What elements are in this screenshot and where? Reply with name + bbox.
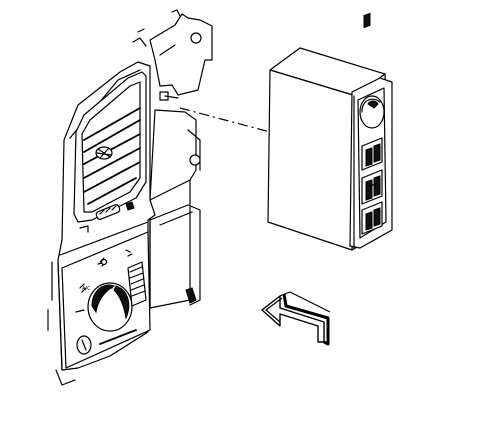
headlamp-switch-upper[interactable] bbox=[361, 12, 383, 171]
mounting-bracket bbox=[132, 9, 213, 96]
ac-label-strip bbox=[99, 329, 137, 345]
vent-thumbwheel-icon[interactable] bbox=[95, 204, 121, 220]
defrost-icon bbox=[97, 257, 108, 267]
fan-speed-wheel[interactable] bbox=[127, 261, 147, 307]
vent-housing bbox=[149, 91, 201, 309]
alignment-leader-line bbox=[179, 107, 271, 133]
vent-mode-icon bbox=[125, 249, 133, 257]
mode-left-label: A/C bbox=[82, 286, 91, 292]
louver-adjust-knob-icon[interactable] bbox=[95, 146, 113, 160]
recirc-button[interactable] bbox=[76, 335, 92, 355]
lamp-switch-lower[interactable] bbox=[361, 201, 383, 235]
switch-module bbox=[267, 12, 393, 251]
temperature-knob[interactable] bbox=[87, 282, 133, 332]
air-outlet-vent bbox=[73, 71, 147, 233]
climate-control-faceplate: A/C bbox=[61, 231, 151, 369]
installation-direction-arrow-icon bbox=[261, 291, 331, 346]
fog-lamp-switch[interactable] bbox=[361, 169, 383, 205]
heat-icon bbox=[79, 283, 87, 293]
panel-small-label bbox=[75, 309, 85, 313]
dimmer-knob[interactable] bbox=[359, 95, 385, 129]
